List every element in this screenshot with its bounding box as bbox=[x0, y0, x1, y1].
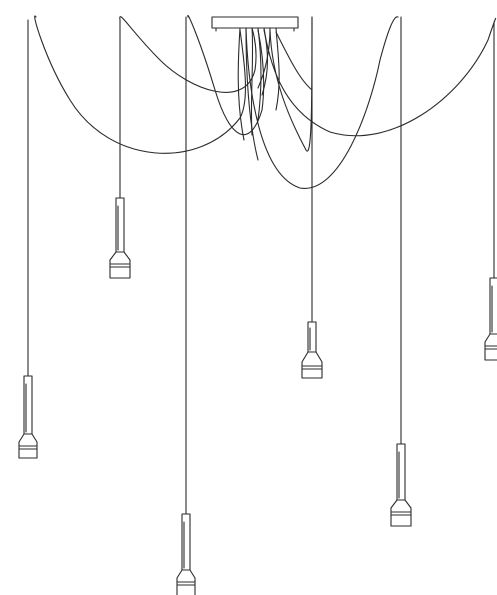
drop-cords bbox=[27, 16, 495, 515]
pendant-4 bbox=[301, 321, 323, 379]
pendant-1 bbox=[18, 375, 38, 459]
ceiling-canopy bbox=[211, 16, 299, 32]
pendant-6 bbox=[484, 277, 497, 361]
pendant-3 bbox=[176, 513, 196, 595]
pendant-2 bbox=[109, 197, 131, 279]
cord-bundle bbox=[237, 27, 280, 161]
swag-cords bbox=[34, 14, 497, 189]
pendant-5 bbox=[390, 443, 412, 527]
